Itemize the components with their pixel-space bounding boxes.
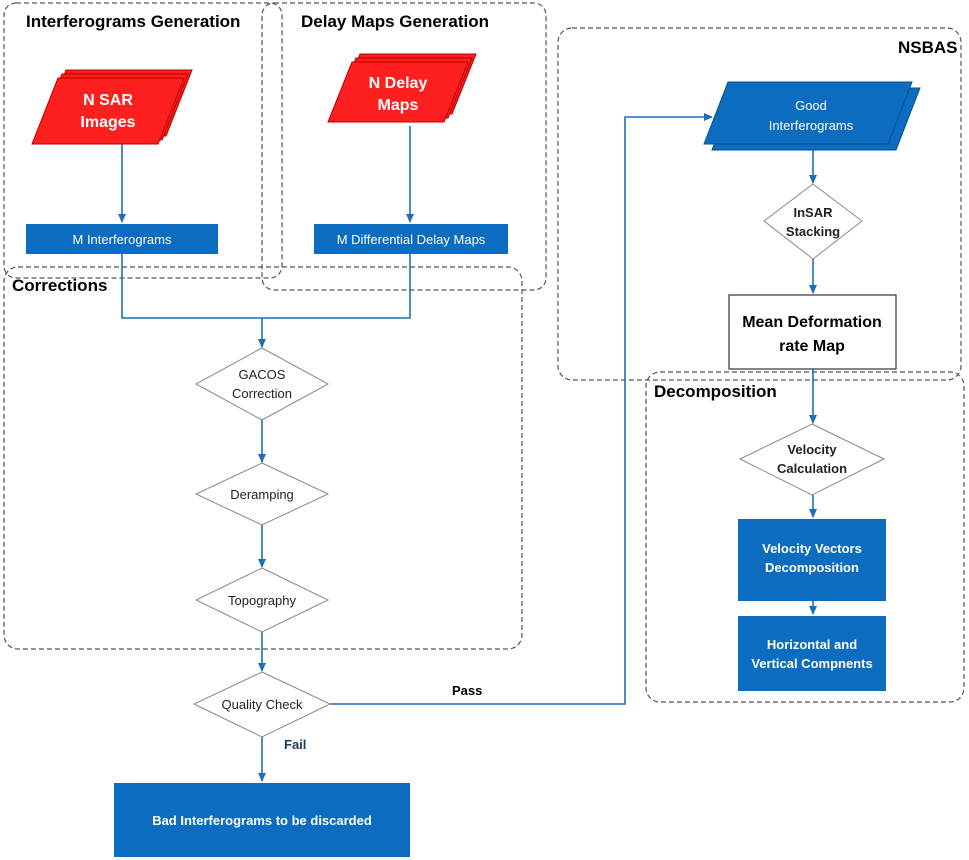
n-sar-images-layer-1 [31,77,185,145]
n-sar-images-node: N SAR Images [31,69,193,145]
gacos-correction-line-1: GACOS [239,367,286,382]
corrections-group [3,266,523,650]
good-interferograms-node: Good Interferograms [703,81,921,151]
quality-check-label: Quality Check [222,697,303,712]
mean-deformation-rate-map-line-1: Mean Deformation [742,314,882,331]
bad-interferograms-label: Bad Interferograms to be discarded [152,813,372,828]
bad-interferograms-node: Bad Interferograms to be discarded [114,783,410,857]
velocity-vectors-decomposition-box [738,519,886,601]
quality-check-node: Quality Check [192,671,332,738]
deramping-label: Deramping [230,487,294,502]
m-interferograms-label: M Interferograms [73,232,172,247]
n-delay-maps-line-1: N Delay [369,75,428,92]
n-sar-images-line-1: N SAR [83,92,133,109]
topography-node: Topography [194,567,330,633]
fail-label: Fail [284,737,306,752]
horizontal-vertical-components-line-1: Horizontal and [767,637,857,652]
insar-stacking-line-1: InSAR [794,205,834,220]
horizontal-vertical-components-box [738,616,886,691]
m-interferograms-node: M Interferograms [26,224,218,254]
velocity-calculation-node: Velocity Calculation [738,423,886,496]
horizontal-vertical-components-node: Horizontal and Vertical Compnents [738,616,886,691]
edge-differential-merge [262,254,411,319]
nsbas-group [557,27,962,381]
topography-label: Topography [228,593,296,608]
mean-deformation-rate-map-node: Mean Deformation rate Map [728,294,897,370]
horizontal-vertical-components-line-2: Vertical Compnents [751,656,872,671]
bad-interferograms-box [114,783,410,857]
good-interferograms-line-2: Interferograms [769,118,854,133]
delay-maps-generation-group [261,2,547,291]
insar-stacking-node: InSAR Stacking [763,183,863,260]
velocity-vectors-decomposition-line-2: Decomposition [765,560,859,575]
n-delay-maps-line-2: Maps [378,97,419,114]
m-interferograms-box [26,224,218,254]
m-differential-delay-maps-node: M Differential Delay Maps [314,224,508,254]
gacos-correction-diamond [194,347,330,421]
good-interferograms-line-1: Good [795,98,827,113]
n-sar-images-line-2: Images [80,114,135,131]
mean-deformation-rate-map-box [728,294,897,370]
decomposition-title: Decomposition [654,382,777,401]
m-differential-delay-maps-label: M Differential Delay Maps [337,232,486,247]
velocity-calculation-diamond [738,423,886,496]
velocity-vectors-decomposition-line-1: Velocity Vectors [762,541,862,556]
interferograms-generation-title: Interferograms Generation [26,12,240,31]
mean-deformation-rate-map-line-2: rate Map [779,338,845,355]
insar-stacking-diamond [763,183,863,260]
deramping-node: Deramping [194,462,330,526]
edge-quality-pass [330,113,713,705]
insar-stacking-line-2: Stacking [786,224,840,239]
velocity-vectors-decomposition-node: Velocity Vectors Decomposition [738,519,886,601]
n-delay-maps-layer-1 [327,61,469,123]
corrections-title: Corrections [12,276,107,295]
velocity-calculation-line-2: Calculation [777,461,847,476]
edge-interferograms-merge [121,254,262,319]
m-differential-delay-maps-box [314,224,508,254]
deramping-diamond [194,462,330,526]
velocity-calculation-line-1: Velocity [787,442,837,457]
gacos-correction-node: GACOS Correction [194,347,330,421]
n-delay-maps-node: N Delay Maps [327,53,477,123]
quality-check-diamond [192,671,332,738]
nsbas-title: NSBAS [898,38,958,57]
good-interferograms-layer-1 [703,81,913,145]
topography-diamond [194,567,330,633]
decomposition-group [645,371,965,703]
gacos-correction-line-2: Correction [232,386,292,401]
interferograms-generation-group [3,2,283,279]
delay-maps-generation-title: Delay Maps Generation [301,12,489,31]
pass-label: Pass [452,683,482,698]
